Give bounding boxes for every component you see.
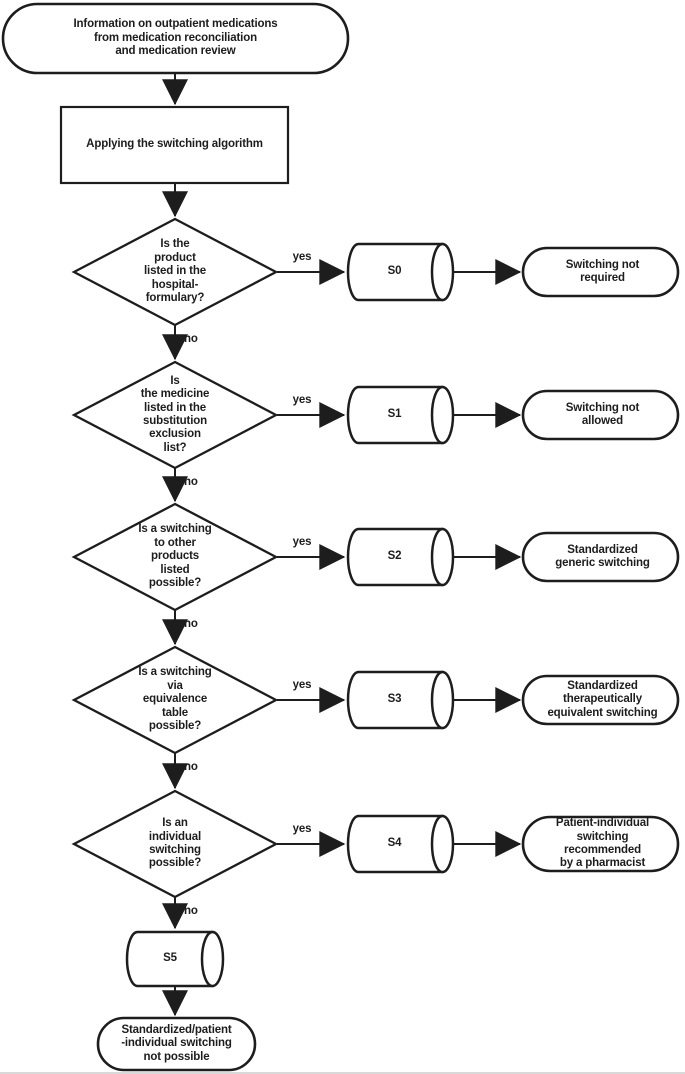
process-label: Applying the switching algorithm <box>86 138 263 151</box>
cylinder-s1-label: S1 <box>387 408 402 421</box>
cylinder-s0-cap <box>430 242 455 302</box>
outcome-4-terminator-shape <box>521 674 680 726</box>
yes-label-1: yes <box>292 251 312 264</box>
cylinder-s0-body <box>346 242 444 302</box>
outcome-5-terminator-shape <box>521 815 680 873</box>
no-label-3: no <box>184 618 198 631</box>
cylinder-s2-body <box>346 527 444 587</box>
yes-label-5: yes <box>292 823 312 836</box>
outcome-5-label: Patient-individual switching recommended… <box>555 817 650 870</box>
start-label: Information on outpatient medications fr… <box>73 18 278 58</box>
yes-label-3: yes <box>292 536 312 549</box>
cylinder-s3-body <box>346 670 444 730</box>
outcome-3-label: Standardized generic switching <box>555 543 650 569</box>
cylinder-s1-body <box>346 385 444 445</box>
yes-label-2: yes <box>292 394 312 407</box>
cylinder-s5-cap <box>200 930 225 988</box>
decision-4-question: Is a switching via equivalence table pos… <box>138 666 212 733</box>
final-outcome-label: Standardized/patient -individual switchi… <box>121 1023 232 1063</box>
cylinder-s5-label: S5 <box>163 952 177 965</box>
decision-1-question: Is the product listed in the hospital- f… <box>144 238 206 305</box>
no-label-2: no <box>184 476 198 489</box>
outcome-1-terminator-shape <box>521 246 680 298</box>
yes-label-4: yes <box>292 679 312 692</box>
outcome-4-label: Standardized therapeutically equivalent … <box>547 679 658 719</box>
no-label-1: no <box>184 333 198 346</box>
final-terminator-shape <box>96 1016 257 1072</box>
decision-3-question: Is a switching to other products listed … <box>138 523 212 590</box>
decision-2-question: Is the medicine listed in the substituti… <box>140 374 210 454</box>
cylinder-s2-label: S2 <box>387 550 402 563</box>
cylinder-s4-body <box>346 814 444 874</box>
figure-bottom-edge <box>0 1072 685 1074</box>
no-label-5: no <box>184 905 198 918</box>
cylinder-s4-cap <box>430 814 455 874</box>
outcome-2-terminator-shape <box>521 389 680 441</box>
outcome-1-label: Switching not required <box>565 258 640 284</box>
cylinder-s3-cap <box>430 670 455 730</box>
cylinder-s1-cap <box>430 385 455 445</box>
decision-5-question: Is an individual switching possible? <box>148 817 202 870</box>
cylinder-s4-label: S4 <box>387 837 402 850</box>
cylinder-s2-cap <box>430 527 455 587</box>
process-rect-shape <box>59 105 290 185</box>
no-label-4: no <box>184 761 198 774</box>
outcome-3-terminator-shape <box>521 531 680 583</box>
outcome-2-label: Switching not allowed <box>565 401 640 427</box>
cylinder-s3-label: S3 <box>387 693 402 706</box>
cylinder-s5-body <box>125 930 214 988</box>
cylinder-s0-label: S0 <box>387 265 402 278</box>
